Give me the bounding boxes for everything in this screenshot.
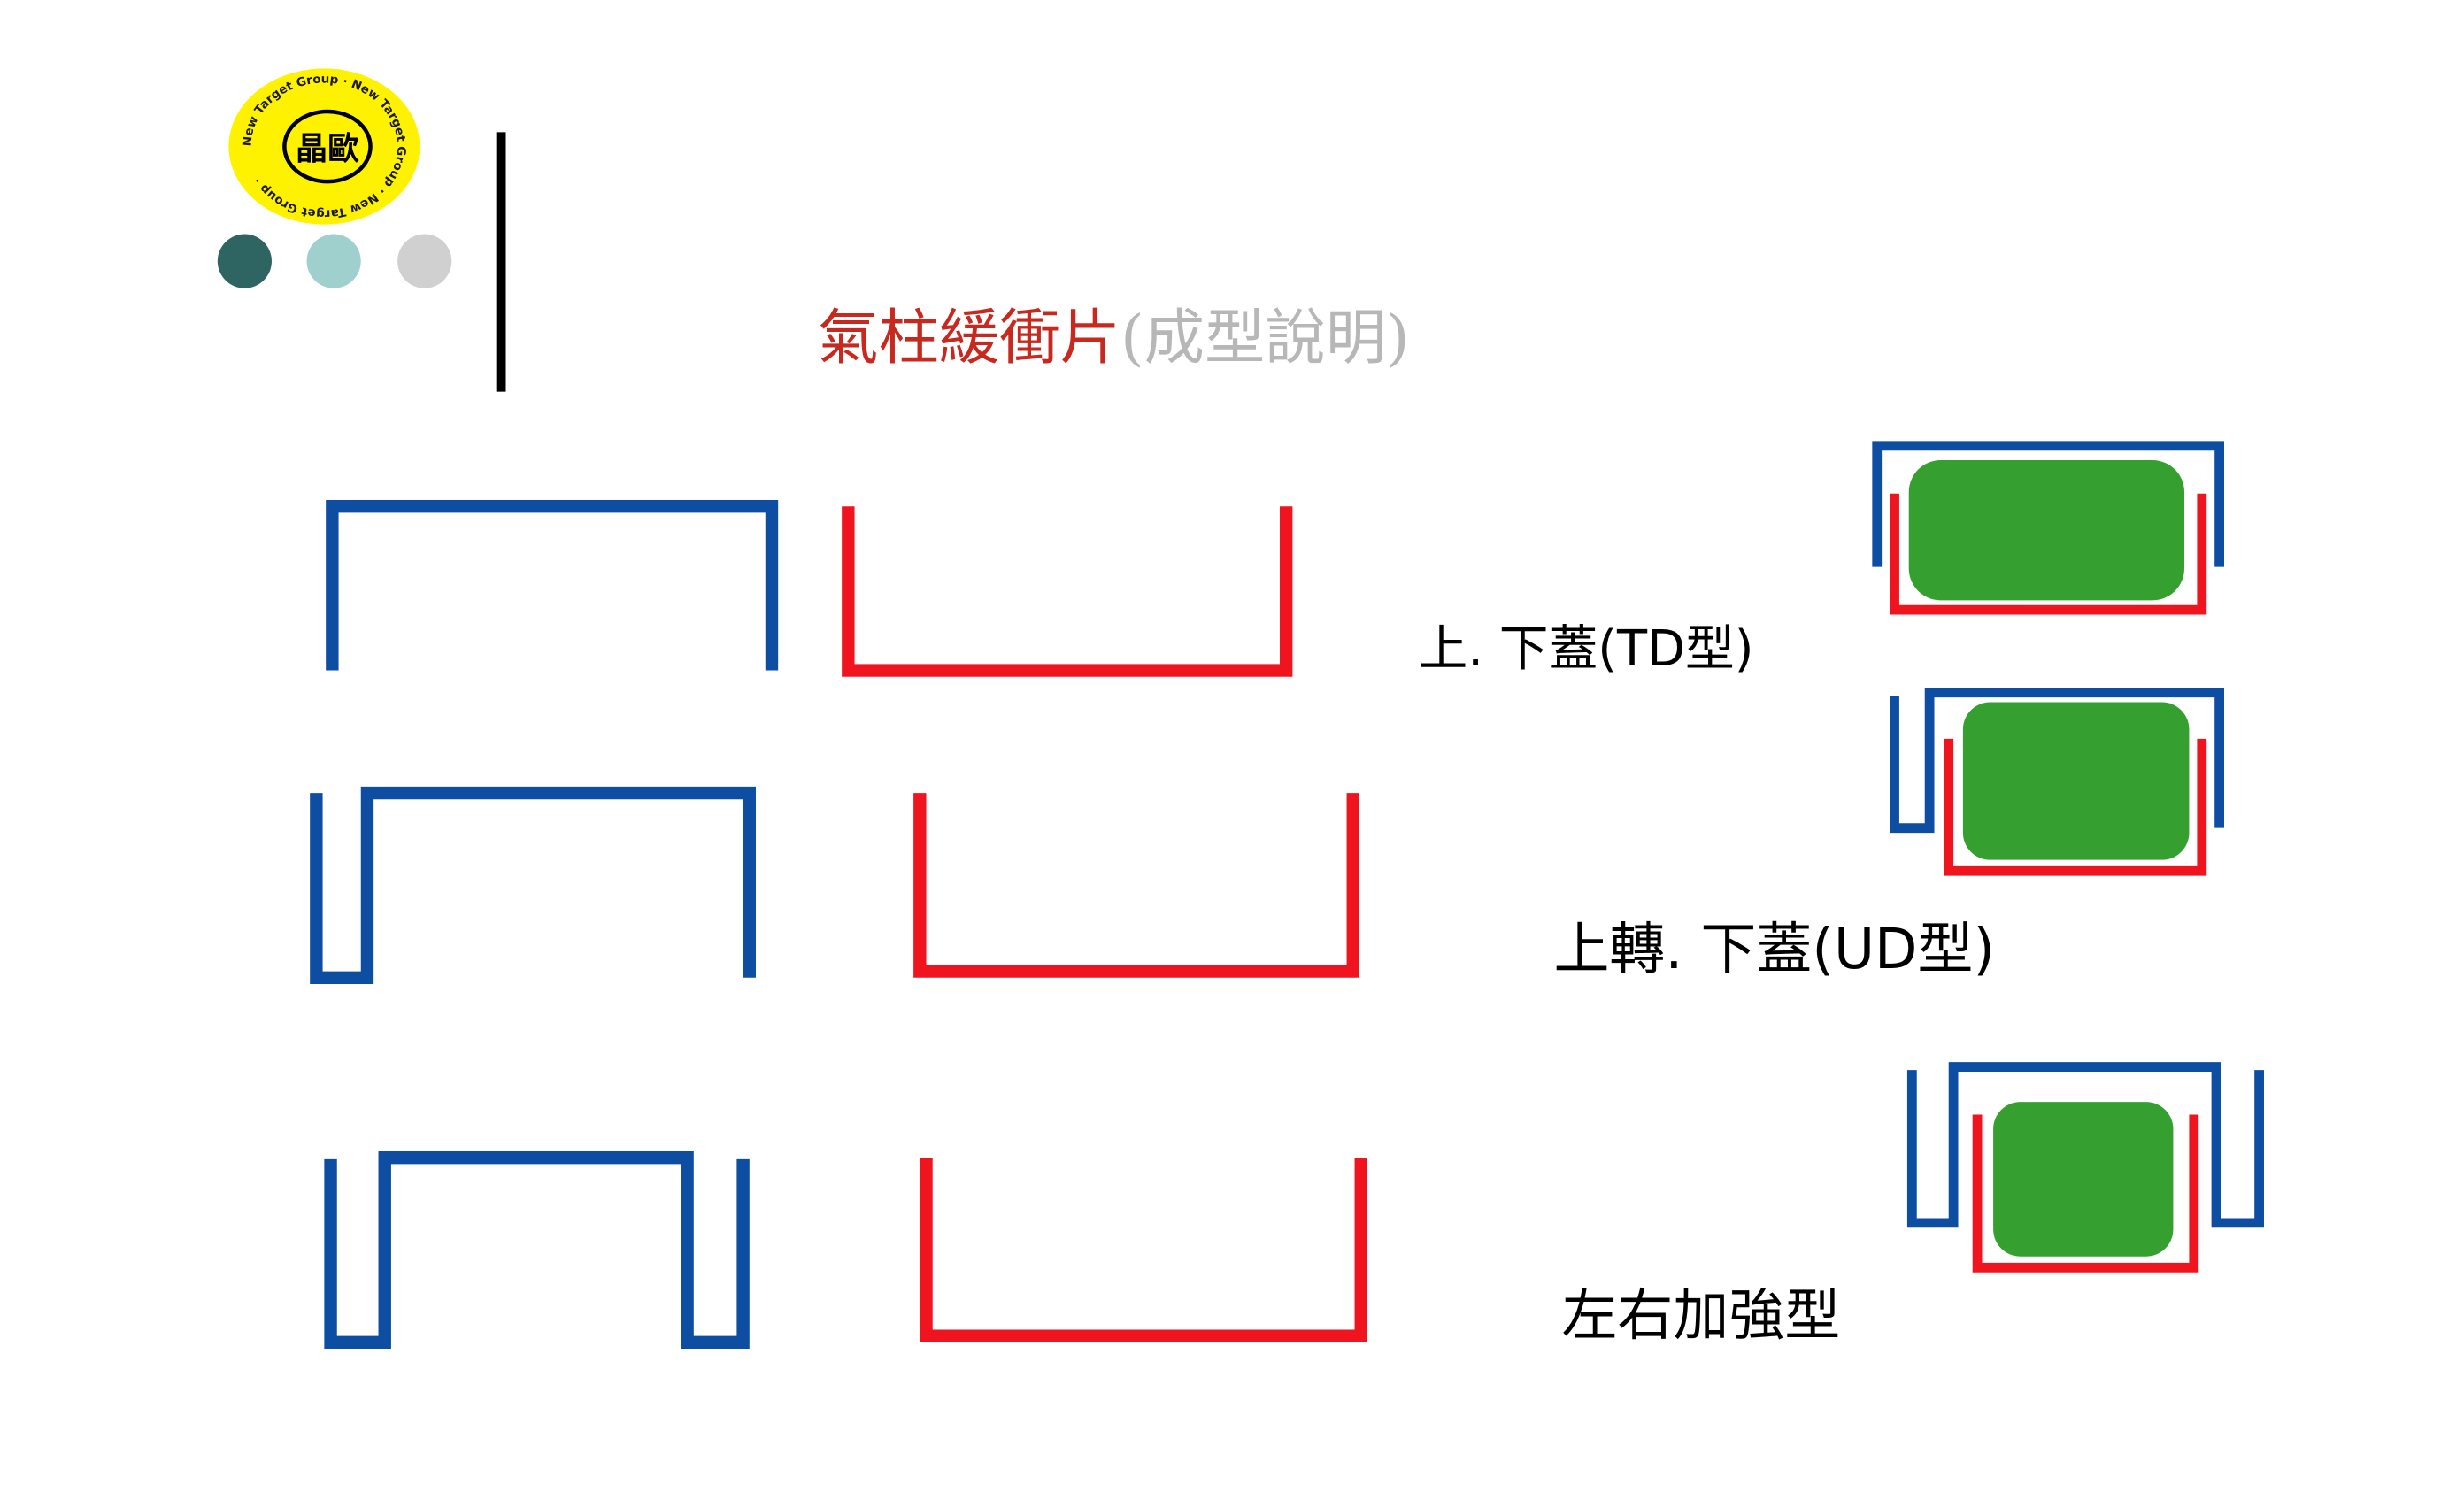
td-assembly-blue <box>1872 441 2225 567</box>
vertical-divider <box>496 132 506 392</box>
td-bottom-cover-red <box>842 506 1293 677</box>
lr-assembly <box>1906 1062 2264 1273</box>
ud-bottom-cover-red <box>913 793 1359 978</box>
ud-assembly-blue <box>1890 688 2225 834</box>
ud-assembly <box>1890 688 2225 876</box>
title-main: 氣柱緩衝片 <box>818 304 1120 373</box>
lr-assembly-red <box>1972 1114 2199 1273</box>
ud-assembly-red <box>1944 738 2207 876</box>
td-top-cover-blue <box>326 500 779 671</box>
title-sub: (成型說明) <box>1120 304 1410 373</box>
ud-assembly-product <box>1962 702 2190 860</box>
logo-center-text: 晶歐 <box>296 131 359 167</box>
label-lr: 左右加強型 <box>1561 1283 1840 1348</box>
decor-dot-mid <box>306 234 361 288</box>
label-td: 上. 下蓋(TD型) <box>1419 620 1754 678</box>
decor-dot-light <box>397 234 452 288</box>
page-title: 氣柱緩衝片(成型說明) <box>818 304 1410 373</box>
td-assembly-product <box>1908 460 2185 601</box>
ud-top-cover-blue <box>310 786 756 985</box>
td-assembly-red <box>1890 493 2207 615</box>
lr-bottom-cover-red <box>920 1158 1367 1342</box>
logo-badge <box>228 68 420 225</box>
logo-inner-ring <box>282 109 373 184</box>
lr-top-cover-blue <box>324 1150 750 1350</box>
decor-dot-dark <box>217 234 272 288</box>
logo: New Target Group · New Target Group · Ne… <box>228 68 420 225</box>
td-assembly <box>1872 441 2225 615</box>
lr-assembly-blue <box>1906 1062 2264 1228</box>
label-ud: 上轉. 下蓋(UD型) <box>1553 917 1995 981</box>
lr-assembly-product <box>1993 1102 2174 1257</box>
